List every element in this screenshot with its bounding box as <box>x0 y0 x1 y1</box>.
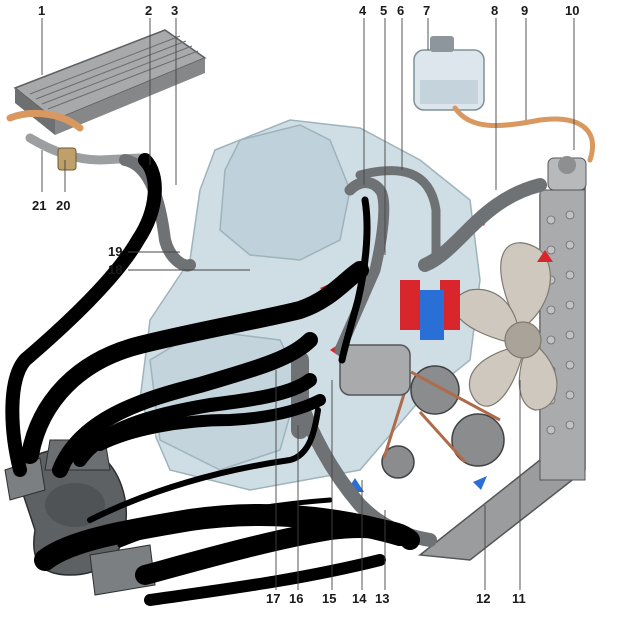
label-10: 10 <box>565 3 580 18</box>
label-8: 8 <box>491 3 499 18</box>
label-4: 4 <box>359 3 367 18</box>
label-11: 11 <box>512 591 526 606</box>
label-5: 5 <box>380 3 388 18</box>
water-pump <box>339 344 411 396</box>
label-16: 16 <box>289 591 304 606</box>
marker-strokes <box>5 153 420 606</box>
label-2: 2 <box>145 3 153 18</box>
label-18: 18 <box>108 262 123 277</box>
expansion-tank <box>413 36 485 111</box>
label-13: 13 <box>375 591 390 606</box>
label-14: 14 <box>352 591 367 606</box>
label-1: 1 <box>38 3 46 18</box>
label-21: 21 <box>32 198 47 213</box>
label-17: 17 <box>266 591 281 606</box>
heater-core <box>6 29 207 171</box>
label-20: 20 <box>56 198 71 213</box>
leader-lines <box>41 18 575 590</box>
cooling-fan <box>453 242 558 411</box>
label-12: 12 <box>476 591 491 606</box>
label-6: 6 <box>397 3 405 18</box>
label-9: 9 <box>521 3 529 18</box>
label-7: 7 <box>423 3 431 18</box>
label-15: 15 <box>322 591 337 606</box>
label-19: 19 <box>108 244 123 259</box>
label-3: 3 <box>171 3 179 18</box>
overflow-pipe <box>452 105 595 163</box>
